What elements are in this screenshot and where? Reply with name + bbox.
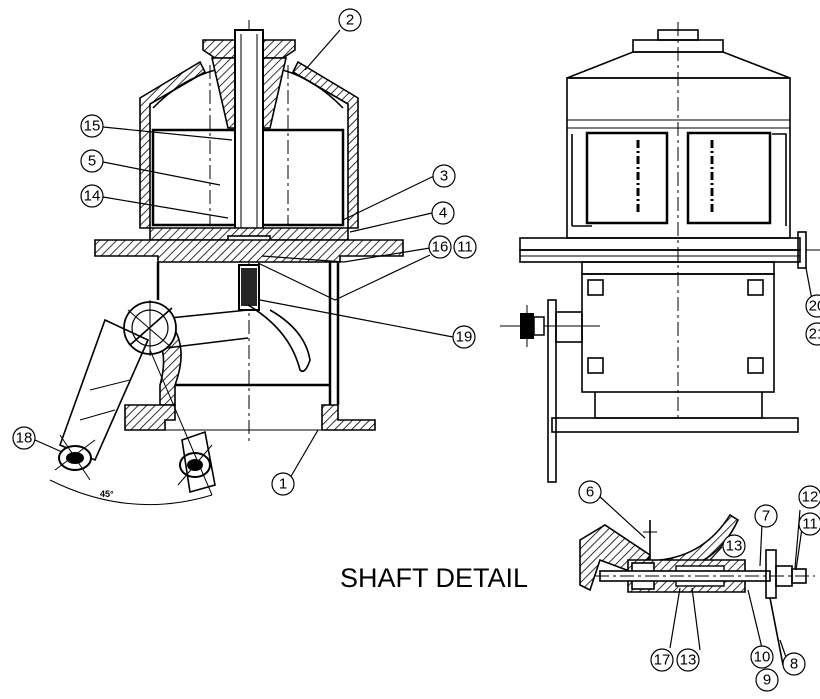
svg-text:9: 9 bbox=[763, 672, 771, 689]
base-plate bbox=[551, 417, 799, 433]
svg-text:12: 12 bbox=[802, 489, 819, 506]
side-shaft-nut bbox=[520, 305, 545, 347]
callout-18: 17 bbox=[650, 648, 674, 672]
callout-20: 19 bbox=[452, 325, 476, 349]
bottom-flange-left bbox=[124, 404, 176, 431]
lever-arm bbox=[58, 318, 150, 462]
hood-left-wall bbox=[139, 60, 207, 229]
svg-text:21: 21 bbox=[809, 326, 820, 343]
svg-text:6: 6 bbox=[586, 484, 594, 501]
svg-text:2: 2 bbox=[346, 12, 354, 29]
callout-17: 16 bbox=[428, 235, 452, 259]
svg-text:1: 1 bbox=[279, 476, 287, 493]
bottom-flange-right bbox=[321, 404, 376, 431]
top-flange bbox=[94, 239, 404, 263]
counterweight-left bbox=[54, 434, 96, 481]
callout-9: 9 bbox=[755, 668, 779, 692]
callout-22: 21 bbox=[805, 322, 820, 346]
hub-left bbox=[210, 57, 236, 129]
hood-right-wall bbox=[291, 60, 359, 229]
callout-4: 4 bbox=[431, 201, 455, 225]
mounting-plate bbox=[519, 237, 801, 251]
svg-text:5: 5 bbox=[88, 153, 96, 170]
svg-text:13: 13 bbox=[726, 538, 743, 555]
svg-text:8: 8 bbox=[790, 656, 798, 673]
callout-10: 10 bbox=[750, 645, 774, 669]
callout-11-detail: 11 bbox=[798, 512, 820, 536]
callout-14: 13 bbox=[722, 534, 746, 558]
svg-text:10: 10 bbox=[754, 649, 771, 666]
svg-text:15: 15 bbox=[84, 118, 101, 135]
window-right bbox=[686, 131, 772, 225]
section-view: 45° bbox=[34, 20, 454, 506]
svg-text:4: 4 bbox=[439, 205, 447, 222]
callout-6: 6 bbox=[578, 480, 602, 504]
counterweight-right bbox=[177, 430, 216, 494]
angle-label: 45° bbox=[100, 489, 114, 499]
svg-text:17: 17 bbox=[654, 652, 671, 669]
svg-text:19: 19 bbox=[456, 329, 473, 346]
detail-left-plate bbox=[579, 524, 652, 592]
svg-text:16: 16 bbox=[432, 239, 449, 256]
hood-cap-right bbox=[262, 39, 296, 59]
callout-8: 8 bbox=[782, 652, 806, 676]
svg-text:20: 20 bbox=[809, 298, 820, 315]
callout-11-top: 11 bbox=[453, 235, 477, 259]
flap-paddle bbox=[247, 304, 311, 373]
swing-arc bbox=[49, 479, 213, 506]
shaft-detail-caption: SHAFT DETAIL bbox=[340, 563, 528, 593]
callout-2: 2 bbox=[338, 8, 362, 32]
hub-right bbox=[262, 57, 288, 129]
callout-5: 5 bbox=[80, 149, 104, 173]
callout-1: 1 bbox=[271, 472, 295, 496]
side-arm bbox=[547, 299, 557, 483]
elevation-view bbox=[500, 22, 820, 483]
callout-15: 14 bbox=[80, 184, 104, 208]
callout-16: 15 bbox=[80, 114, 104, 138]
rotor-arc-right bbox=[282, 69, 344, 109]
hood-cap-left bbox=[202, 39, 236, 59]
window-left bbox=[585, 131, 669, 225]
svg-text:13: 13 bbox=[680, 652, 697, 669]
svg-text:18: 18 bbox=[16, 430, 33, 447]
rotor-arc-left bbox=[152, 69, 216, 109]
callout-21: 20 bbox=[805, 294, 820, 318]
shaft-detail: SHAFT DETAIL bbox=[340, 494, 815, 666]
callout-3: 3 bbox=[432, 164, 456, 188]
callout-12: 12 bbox=[798, 485, 820, 509]
svg-text:7: 7 bbox=[762, 508, 770, 525]
svg-text:11: 11 bbox=[802, 516, 818, 533]
callout-bubbles: 2 15 5 14 3 4 16 11 19 1 18 20 21 6 13 7… bbox=[12, 8, 820, 692]
svg-text:11: 11 bbox=[457, 239, 473, 256]
svg-text:3: 3 bbox=[440, 168, 448, 185]
svg-text:14: 14 bbox=[84, 188, 101, 205]
callout-19: 18 bbox=[12, 426, 36, 450]
callout-13: 13 bbox=[676, 648, 700, 672]
callout-7: 7 bbox=[754, 504, 778, 528]
